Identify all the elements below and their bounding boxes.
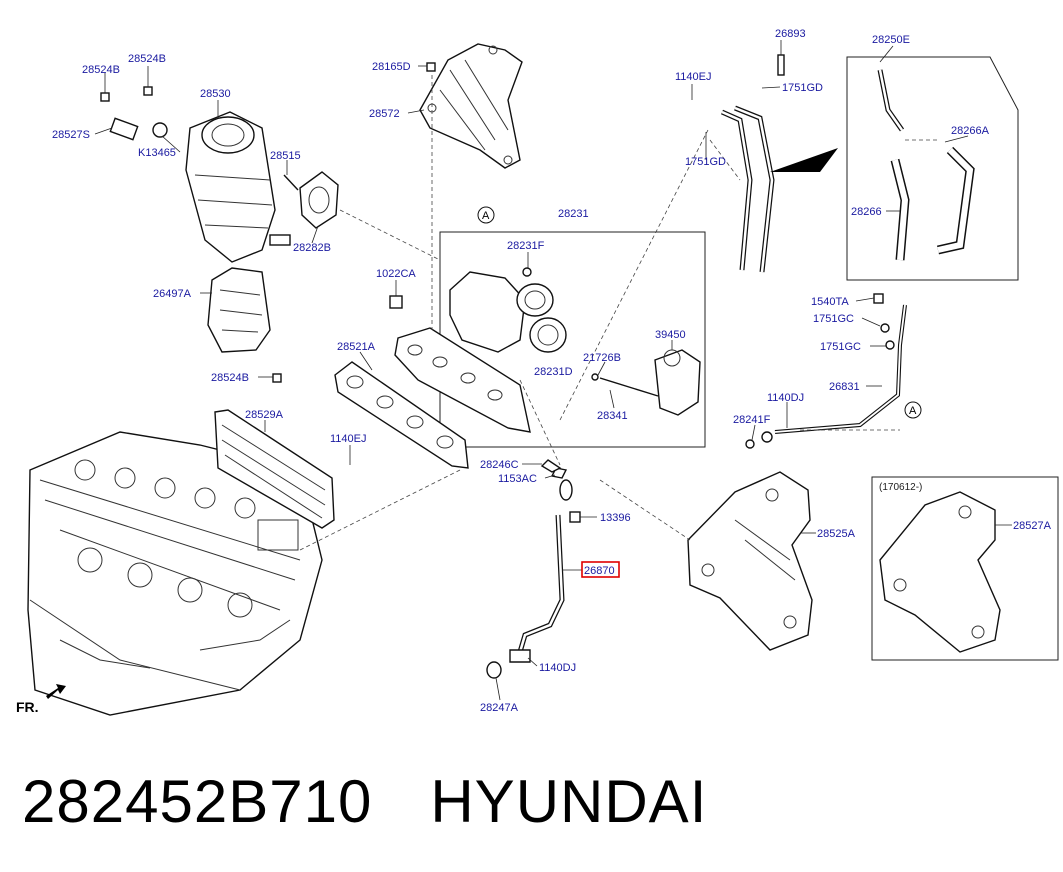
nut-1022CA	[389, 295, 403, 309]
callout-label: 26893	[775, 28, 806, 40]
callout-label: 28524B	[128, 53, 166, 65]
callout-label: 13396	[600, 512, 631, 524]
catalytic-converter-28530	[185, 111, 291, 263]
callout-label: 1140DJ	[539, 662, 576, 674]
callout-label: 28247A	[480, 702, 519, 714]
ref-circle-a-left: A	[477, 206, 495, 224]
front-direction-marker: FR.	[16, 684, 66, 715]
bracket-28527S	[109, 117, 139, 141]
exhaust-gasket-28521A	[334, 361, 469, 469]
pipe-26831	[745, 293, 907, 449]
washer-K13465	[152, 122, 168, 138]
part-number: 282452B710	[22, 768, 373, 835]
stud-28515	[283, 174, 299, 191]
callout-label: 1153AC	[498, 473, 537, 485]
clip-28231D	[591, 373, 599, 381]
ref-circle-a-right: A	[904, 401, 922, 419]
callout-label: 1751GC	[813, 313, 854, 325]
engine-block-illustration	[27, 431, 323, 716]
inset-note: (170612-)	[879, 482, 922, 493]
callout-label: 28525A	[817, 528, 856, 540]
bolt-28231F	[522, 267, 532, 277]
callout-leader-lines	[94, 40, 1012, 701]
heat-shield-28527A	[879, 491, 1001, 653]
callout-label: 1022CA	[376, 268, 416, 280]
callout-label: 21726B	[583, 352, 621, 364]
callout-label: 28250E	[872, 34, 910, 46]
highlight-box-26870	[581, 561, 620, 578]
callout-label-highlighted: 26870	[584, 565, 615, 577]
coolant-pipe-assembly	[720, 54, 838, 273]
callout-label: 28246C	[480, 459, 519, 471]
inset-frame-28250E	[846, 56, 1019, 281]
callout-label: 26831	[829, 381, 860, 393]
callout-label: 28530	[200, 88, 231, 100]
svg-text:A: A	[909, 405, 917, 417]
bolt-28165D	[426, 62, 436, 72]
callout-label: 1751GD	[685, 156, 726, 168]
callout-label: 28266	[851, 206, 882, 218]
callout-label: 1540TA	[811, 296, 849, 308]
callout-label: 28231	[558, 208, 589, 220]
callout-label: 1140EJ	[330, 433, 367, 445]
callout-label: K13465	[138, 147, 176, 159]
exploded-parts-diagram: A A 28524B 28524B 28530 28527S K13465 28…	[16, 28, 1059, 716]
heat-shield-28529A	[214, 409, 335, 529]
callout-label: 1751GD	[782, 82, 823, 94]
assembly-relation-lines	[299, 75, 940, 551]
callout-label: 28231F	[507, 240, 545, 252]
callout-label: 28165D	[372, 61, 411, 73]
callout-label: 28524B	[211, 372, 249, 384]
gasket-28282B	[299, 171, 339, 229]
arrow-icon	[46, 684, 66, 699]
callout-label: 1140DJ	[767, 392, 804, 404]
heat-shield-26497A	[207, 267, 271, 353]
part-caption: 282452B710 HYUNDAI	[22, 762, 1042, 842]
wastegate-actuator-39450	[599, 349, 701, 416]
callout-label: 39450	[655, 329, 686, 341]
svg-text:A: A	[482, 210, 490, 222]
callout-label: 1751GC	[820, 341, 861, 353]
turbo-heat-shield-28572	[419, 43, 523, 169]
callout-label: 28572	[369, 108, 400, 120]
callout-label: 28282B	[293, 242, 331, 254]
callout-label: 26497A	[153, 288, 192, 300]
callout-label: 28341	[597, 410, 628, 422]
callout-label: 28527A	[1013, 520, 1052, 532]
callout-label: 28529A	[245, 409, 284, 421]
callout-label: 28266A	[951, 125, 990, 137]
svg-text:FR.: FR.	[16, 699, 39, 715]
callout-label: 28231D	[534, 366, 573, 378]
callout-label: 28515	[270, 150, 301, 162]
coolant-hoses-28266	[877, 69, 975, 261]
oil-feed-pipe-26870	[486, 459, 581, 679]
callout-label: 1140EJ	[675, 71, 712, 83]
heat-shield-28525A	[687, 471, 813, 651]
brand-name: HYUNDAI	[430, 768, 708, 835]
inset-frame-170612	[871, 476, 1059, 661]
callout-label: 28521A	[337, 341, 376, 353]
callout-label: 28241F	[733, 414, 771, 426]
turbocharger-28231	[394, 271, 567, 433]
callout-labels: 28524B 28524B 28530 28527S K13465 28515 …	[52, 28, 1052, 714]
callout-label: 28524B	[82, 64, 120, 76]
callout-label: 28527S	[52, 129, 90, 141]
